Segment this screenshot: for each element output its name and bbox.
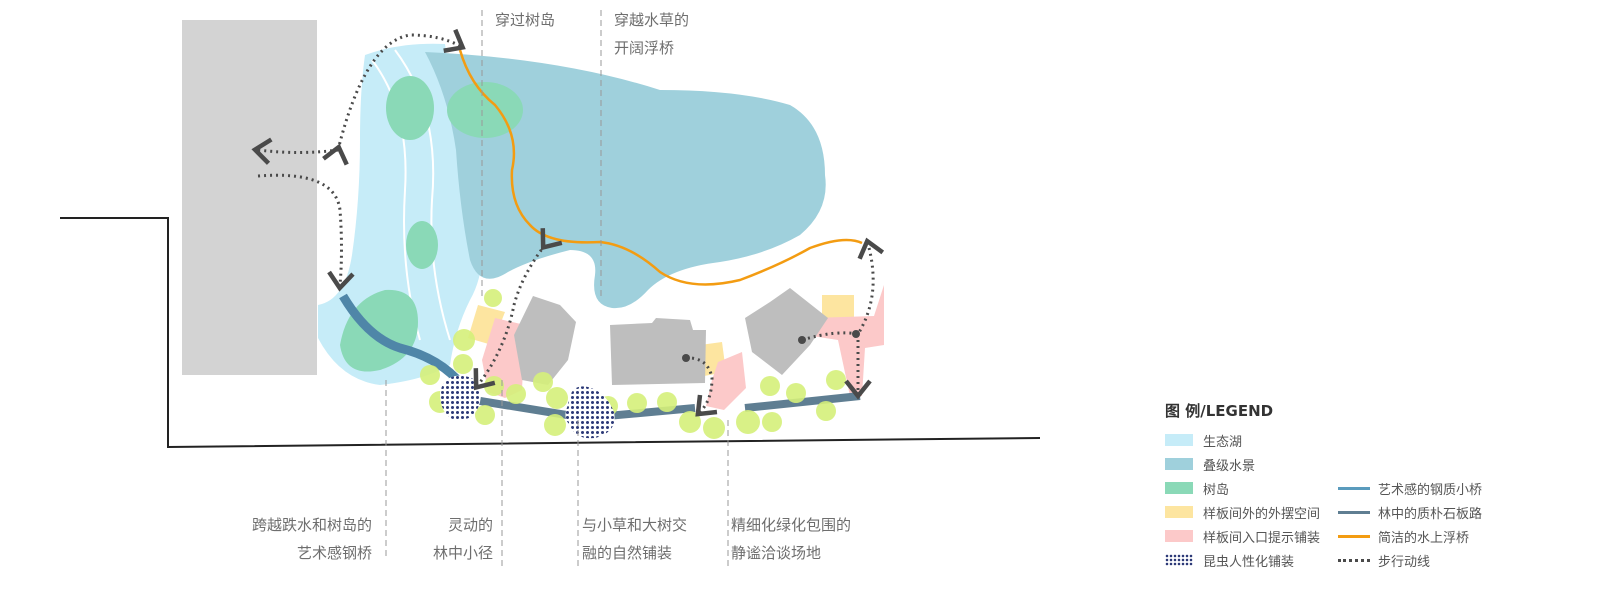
annotation-forest-path: 灵动的 林中小径 bbox=[400, 511, 493, 567]
insect-paving bbox=[565, 386, 615, 439]
annotation-line: 灵动的 bbox=[447, 516, 493, 534]
steel-bridge bbox=[339, 293, 466, 388]
legend-item-steel-bridge: 艺术感的钢质小桥 bbox=[1338, 478, 1482, 498]
stone-path bbox=[744, 392, 861, 412]
annotation-line: 融的自然铺装 bbox=[582, 544, 673, 562]
legend-item-layered-water: 叠级水景 bbox=[1165, 454, 1255, 474]
route-node bbox=[852, 330, 860, 338]
legend-label: 艺术感的钢质小桥 bbox=[1378, 482, 1483, 498]
house bbox=[745, 288, 828, 375]
legend-swatch bbox=[1165, 482, 1193, 494]
annotation-line: 林中小径 bbox=[432, 544, 493, 562]
legend-swatch bbox=[1165, 458, 1193, 470]
tree-island bbox=[447, 82, 523, 138]
legend-swatch bbox=[1165, 434, 1193, 446]
legend-item-insect-paving: 昆虫人性化铺装 bbox=[1165, 550, 1294, 570]
legend-label: 步行动线 bbox=[1378, 554, 1431, 570]
legend-swatch bbox=[1165, 506, 1193, 518]
legend-item-entrance-paving: 样板间入口提示铺装 bbox=[1165, 526, 1320, 546]
route-node bbox=[798, 336, 806, 344]
annotation-line: 穿过树岛 bbox=[495, 11, 556, 29]
legend-label: 林中的质朴石板路 bbox=[1378, 506, 1483, 522]
annotation-floating-bridge: 穿越水草的 开阔浮桥 bbox=[614, 6, 689, 62]
annotation-steel-bridge: 跨越跌水和树岛的 艺术感钢桥 bbox=[222, 511, 372, 567]
annotation-meeting-area: 精细化绿化包围的 静谧洽谈场地 bbox=[731, 511, 851, 567]
legend-label: 简洁的水上浮桥 bbox=[1378, 530, 1470, 546]
legend-line-swatch-dashed bbox=[1338, 558, 1370, 562]
legend-label: 叠级水景 bbox=[1203, 458, 1256, 474]
annotation-line: 精细化绿化包围的 bbox=[731, 516, 852, 534]
site-boundary-line bbox=[60, 217, 1041, 449]
legend-item-stone-path: 林中的质朴石板路 bbox=[1338, 502, 1482, 522]
legend-label: 昆虫人性化铺装 bbox=[1203, 554, 1295, 570]
house bbox=[610, 318, 706, 385]
legend-line-swatch bbox=[1338, 534, 1370, 538]
legend-item-floating-bridge: 简洁的水上浮桥 bbox=[1338, 526, 1469, 546]
legend-item-eco-lake: 生态湖 bbox=[1165, 430, 1242, 450]
annotation-line: 艺术感钢桥 bbox=[296, 544, 372, 562]
legend-line-swatch bbox=[1338, 510, 1370, 514]
annotation-natural-paving: 与小草和大树交 融的自然铺装 bbox=[582, 511, 687, 567]
annotation-line: 开阔浮桥 bbox=[614, 39, 675, 57]
floating-bridge bbox=[458, 49, 863, 286]
annotation-line: 穿越水草的 bbox=[614, 11, 690, 29]
tree-island bbox=[406, 221, 438, 269]
annotation-line: 跨越跌水和树岛的 bbox=[251, 516, 372, 534]
pedestrian-routes bbox=[251, 28, 885, 417]
route-node bbox=[682, 354, 690, 362]
entrance-paving bbox=[812, 285, 884, 396]
annotation-line: 静谧洽谈场地 bbox=[731, 544, 822, 562]
legend-line-swatch bbox=[1338, 486, 1370, 490]
legend-label: 样板间外的外摆空间 bbox=[1203, 506, 1321, 522]
legend-title-en: LEGEND bbox=[1205, 402, 1274, 420]
legend-swatch-dotted bbox=[1165, 554, 1193, 566]
legend-label: 样板间入口提示铺装 bbox=[1203, 530, 1321, 546]
legend-title-separator: / bbox=[1200, 402, 1206, 420]
legend-title: 图 例/LEGEND bbox=[1165, 400, 1273, 421]
insect-paving bbox=[440, 375, 481, 421]
house bbox=[514, 296, 576, 385]
legend-label: 树岛 bbox=[1203, 482, 1230, 498]
annotation-cross-tree-island: 穿过树岛 bbox=[495, 6, 555, 34]
tree-island bbox=[386, 76, 434, 140]
annotation-line: 与小草和大树交 bbox=[582, 516, 688, 534]
legend-item-outdoor-space: 样板间外的外摆空间 bbox=[1165, 502, 1320, 522]
legend-item-pedestrian-route: 步行动线 bbox=[1338, 550, 1430, 570]
legend-title-cn: 图 例 bbox=[1165, 402, 1201, 420]
legend-swatch bbox=[1165, 530, 1193, 542]
legend-item-tree-island: 树岛 bbox=[1165, 478, 1229, 498]
legend-label: 生态湖 bbox=[1203, 434, 1243, 450]
building-block bbox=[182, 20, 317, 375]
annotation-guide-lines bbox=[385, 10, 729, 570]
